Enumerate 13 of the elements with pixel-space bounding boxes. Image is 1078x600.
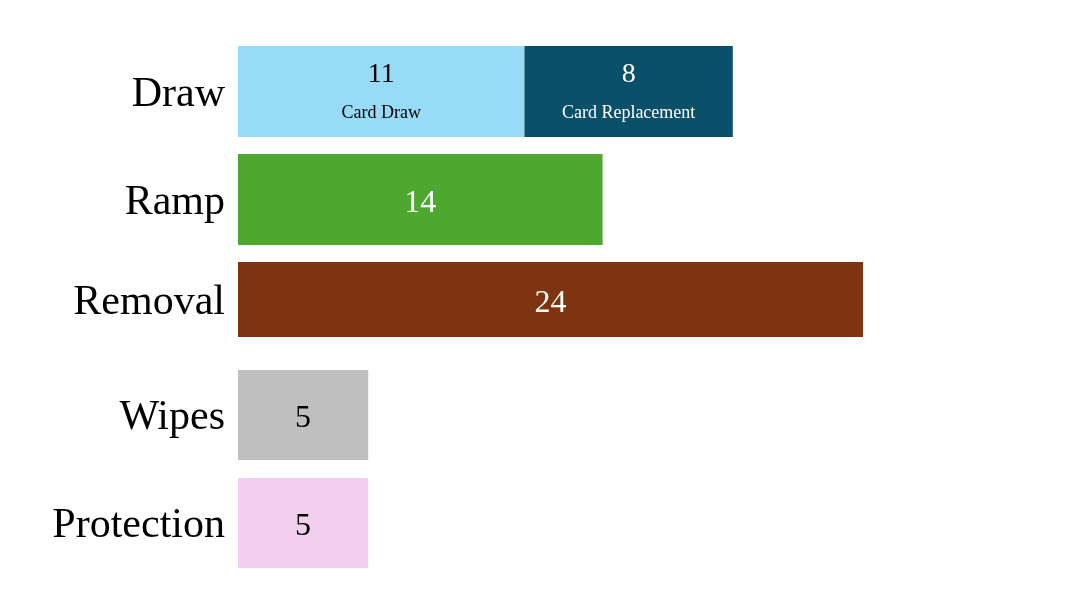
series-label: Card Replacement bbox=[561, 102, 696, 122]
series-label: Card Draw bbox=[341, 102, 421, 122]
value-label: 24 bbox=[534, 282, 567, 319]
category-label: Protection bbox=[52, 500, 225, 546]
value-label: 14 bbox=[404, 182, 437, 219]
category-label: Draw bbox=[131, 68, 225, 115]
value-label: 8 bbox=[621, 57, 636, 88]
category-label: Ramp bbox=[124, 176, 225, 223]
value-label: 11 bbox=[367, 57, 395, 88]
category-label: Wipes bbox=[119, 392, 225, 438]
category-label: Removal bbox=[73, 276, 225, 323]
value-label: 5 bbox=[295, 506, 312, 542]
value-label: 5 bbox=[295, 398, 312, 434]
